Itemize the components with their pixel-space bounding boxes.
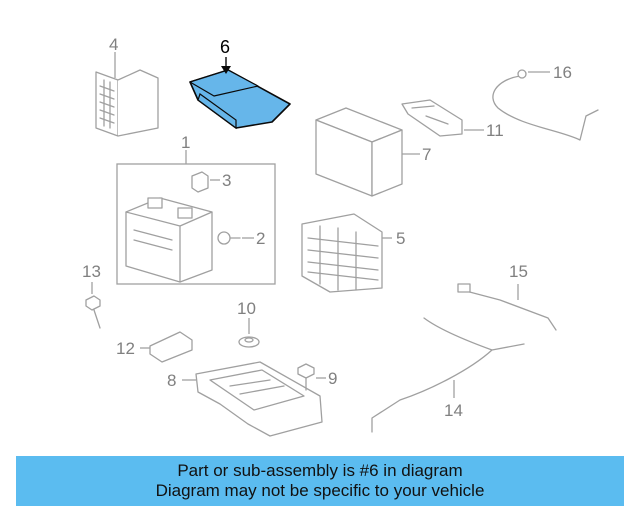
part-12-bracket	[140, 331, 193, 363]
part-11-clamp	[401, 99, 484, 137]
part-10-grommet	[238, 318, 260, 348]
part-3-terminal	[191, 171, 220, 193]
callout-15: 15	[509, 262, 528, 281]
part-14-cable	[371, 317, 525, 433]
part-6-cover-highlighted	[189, 57, 291, 130]
callout-9: 9	[328, 369, 337, 388]
callout-10: 10	[237, 299, 256, 318]
part-15-cable	[457, 283, 557, 331]
part-1-battery-assembly	[116, 150, 276, 285]
callout-16: 16	[553, 63, 572, 82]
part-2-bolt	[217, 231, 254, 245]
callout-12: 12	[116, 339, 135, 358]
part-13-bolt	[85, 282, 101, 329]
callout-1: 1	[181, 133, 190, 152]
part-4-bracket	[95, 52, 159, 137]
callout-14: 14	[444, 401, 463, 420]
callout-13: 13	[82, 262, 101, 281]
callout-3: 3	[222, 171, 231, 190]
caption-banner: Part or sub-assembly is #6 in diagram Di…	[16, 456, 624, 506]
callout-5: 5	[396, 229, 405, 248]
part-16-cable	[492, 69, 599, 141]
part-5-bracket	[301, 213, 392, 293]
callout-8: 8	[167, 371, 176, 390]
part-9-bolt	[297, 363, 326, 391]
caption-line-1: Part or sub-assembly is #6 in diagram	[177, 461, 463, 480]
part-8-tray	[182, 361, 323, 437]
caption-line-2: Diagram may not be specific to your vehi…	[155, 481, 485, 500]
callout-11: 11	[486, 121, 504, 140]
part-7-battery-case	[315, 107, 420, 197]
callout-4: 4	[109, 35, 118, 54]
parts-diagram: 4 6 16 11 1 7 3 2 5 13 15 10 12 8 9 14	[82, 35, 599, 437]
callout-7: 7	[422, 145, 431, 164]
callout-2: 2	[256, 229, 265, 248]
callout-6: 6	[220, 37, 230, 57]
